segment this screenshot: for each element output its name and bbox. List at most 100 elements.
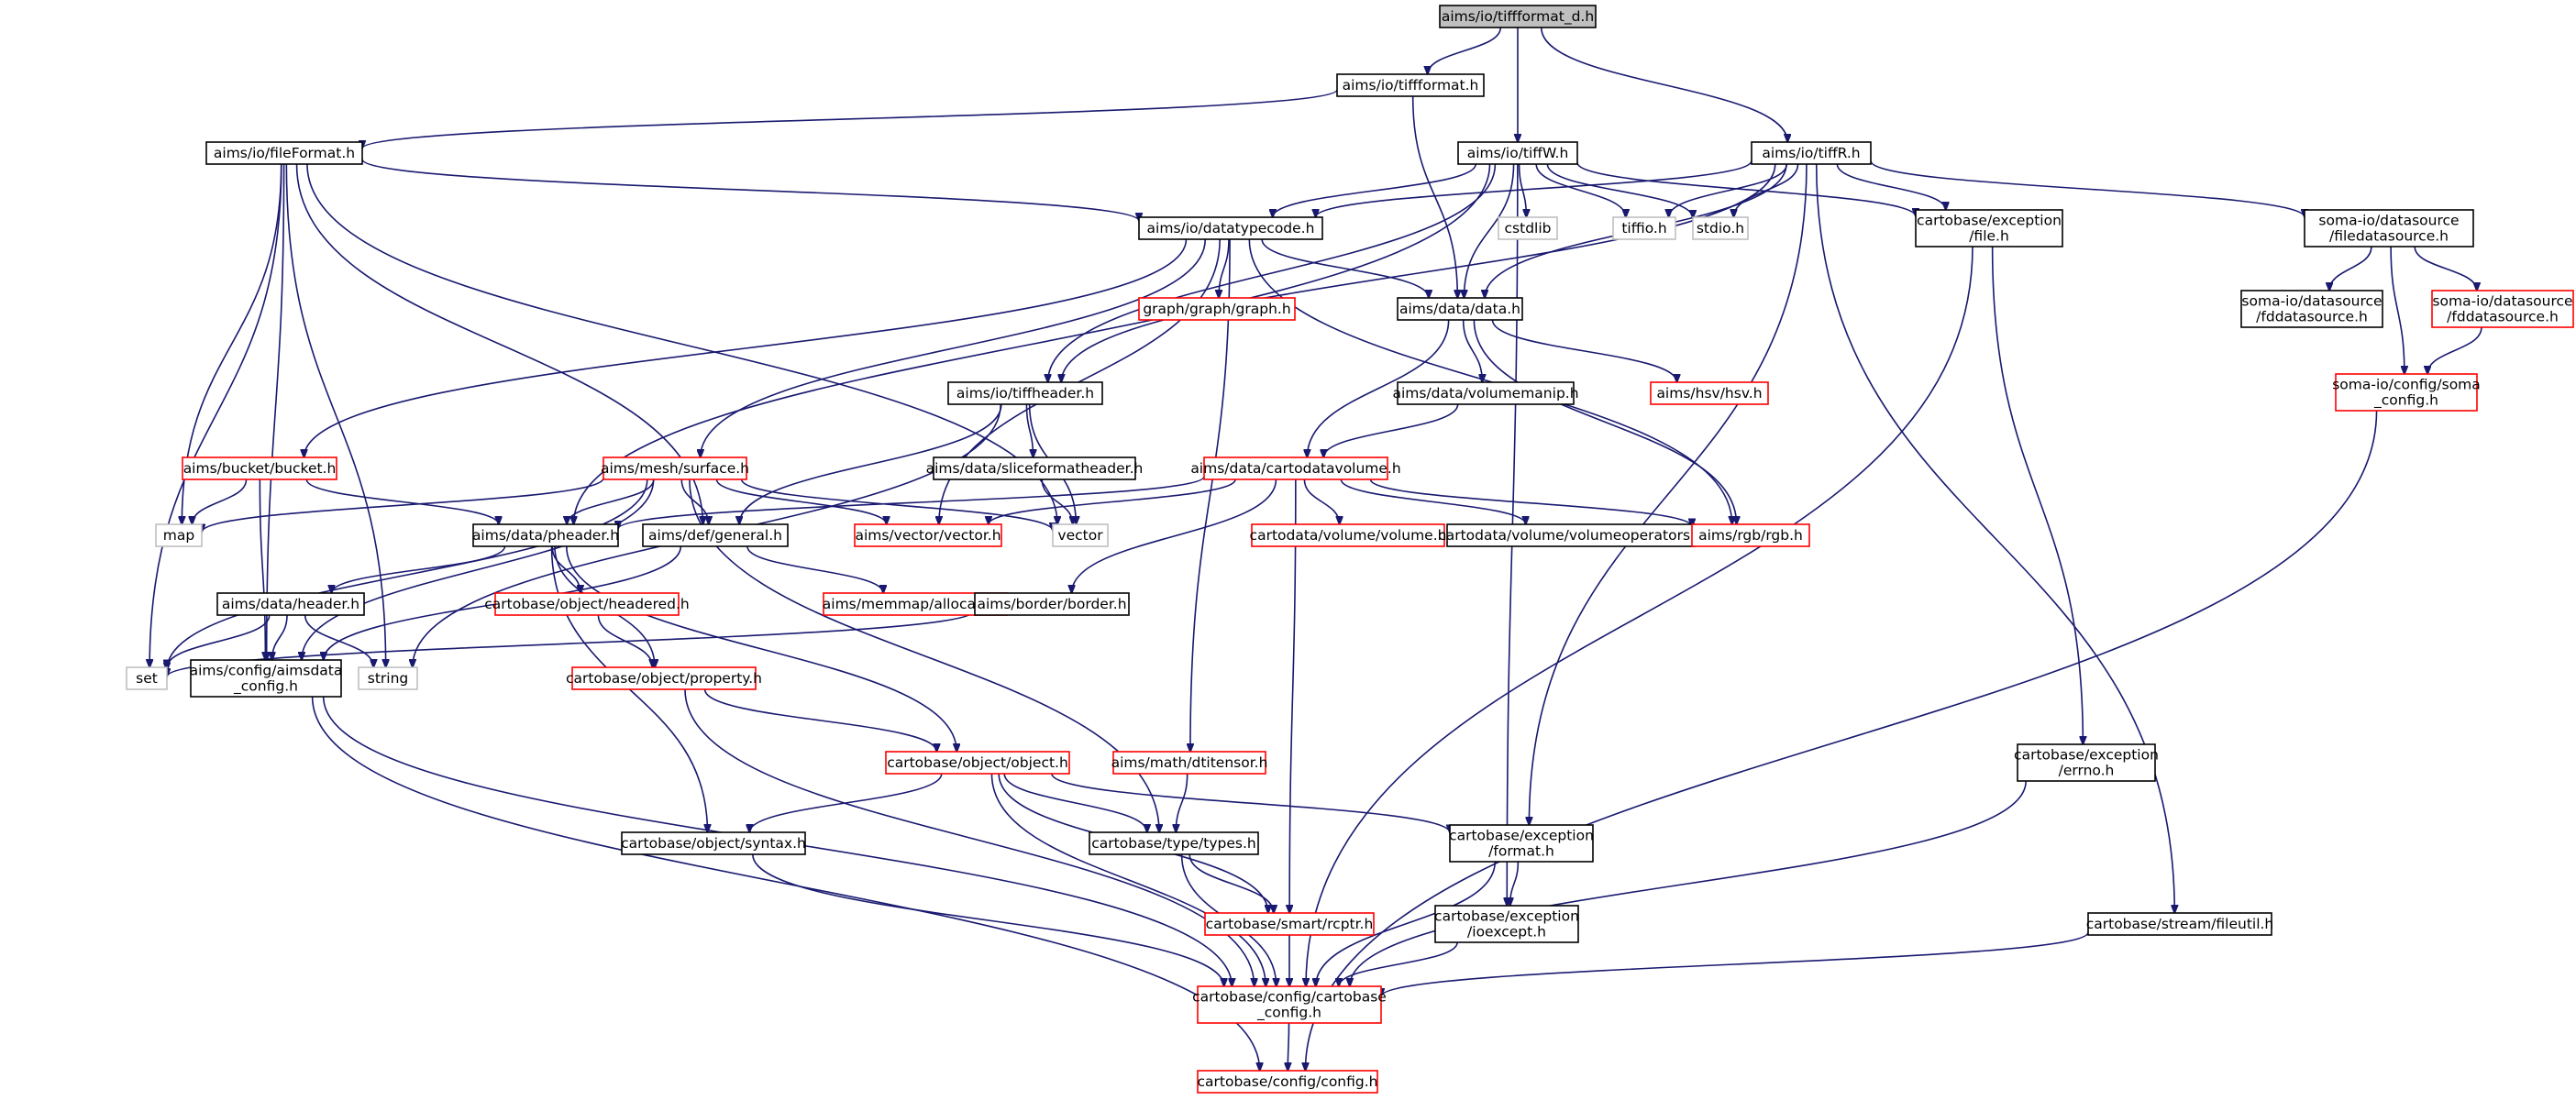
edge-header-to-aimsdataconfig	[272, 614, 288, 660]
node-label-headered-0: cartobase/object/headered.h	[484, 596, 690, 612]
node-label-cartodatavolume-0: aims/data/cartodatavolume.h	[1190, 460, 1400, 477]
node-dtitensor[interactable]: aims/math/dtitensor.h	[1111, 751, 1268, 775]
node-fileFormat[interactable]: aims/io/fileFormat.h	[205, 141, 363, 165]
edge-root-to-tiffR	[1540, 27, 1787, 142]
node-label-surface-0: aims/mesh/surface.h	[601, 460, 749, 477]
node-label-cbconfig-1: _config.h	[1256, 1005, 1321, 1022]
node-ioexcept[interactable]: cartobase/exception/ioexcept.h	[1434, 905, 1579, 943]
node-box-rgb	[1691, 523, 1810, 547]
edge-object-to-types	[1003, 773, 1147, 832]
node-tiffformat[interactable]: aims/io/tiffformat.h	[1336, 73, 1485, 97]
edge-cartodatavolume-to-volops	[1340, 478, 1525, 524]
edge-object-to-excformat	[1051, 773, 1450, 832]
node-fddatasource_b[interactable]: soma-io/datasource/fddatasource.h	[2240, 290, 2383, 328]
node-label-rgb-0: aims/rgb/rgb.h	[1698, 527, 1803, 544]
node-types[interactable]: cartobase/type/types.h	[1089, 831, 1259, 855]
node-fileutil[interactable]: cartobase/stream/fileutil.h	[2086, 912, 2274, 936]
node-bucket[interactable]: aims/bucket/bucket.h	[182, 456, 337, 480]
edge-datatypecode-to-data	[1261, 238, 1429, 298]
node-filedatasource[interactable]: soma-io/datasource/filedatasource.h	[2304, 209, 2474, 248]
node-general[interactable]: aims/def/general.h	[642, 523, 789, 547]
node-stdio[interactable]: stdio.h	[1692, 216, 1749, 240]
node-box-cstdlib	[1498, 216, 1558, 240]
node-cbconfig[interactable]: cartobase/config/cartobase_config.h	[1192, 985, 1387, 1024]
edge-datatypecode-to-graph	[1219, 238, 1230, 298]
node-sliceformat[interactable]: aims/data/sliceformatheader.h	[926, 456, 1144, 480]
node-object[interactable]: cartobase/object/object.h	[885, 751, 1070, 775]
node-excformat[interactable]: cartobase/exception/format.h	[1449, 824, 1594, 863]
node-fddatasource_r[interactable]: soma-io/datasource/fddatasource.h	[2431, 290, 2574, 328]
node-data[interactable]: aims/data/data.h	[1397, 297, 1523, 321]
node-set[interactable]: set	[126, 666, 168, 690]
node-box-fileFormat	[205, 141, 363, 165]
node-tiffW[interactable]: aims/io/tiffW.h	[1457, 141, 1578, 165]
node-datatypecode[interactable]: aims/io/datatypecode.h	[1138, 216, 1323, 240]
node-vectorh[interactable]: aims/vector/vector.h	[854, 523, 1002, 547]
edge-surface-to-pheader	[567, 478, 655, 524]
node-label-hsv-0: aims/hsv/hsv.h	[1656, 385, 1762, 402]
node-box-fddatasource_b	[2240, 290, 2383, 328]
node-box-map	[155, 523, 203, 547]
node-header[interactable]: aims/data/header.h	[216, 592, 365, 616]
node-label-somaconfig-1: _config.h	[2373, 392, 2438, 410]
node-excfile[interactable]: cartobase/exception/file.h	[1915, 209, 2063, 248]
node-rgb[interactable]: aims/rgb/rgb.h	[1691, 523, 1810, 547]
node-box-cartodatavolume	[1203, 456, 1388, 480]
edge-bucket-to-aimsdataconfig	[259, 478, 265, 660]
node-map[interactable]: map	[155, 523, 203, 547]
node-string[interactable]: string	[358, 666, 418, 690]
node-volumemanip[interactable]: aims/data/volumemanip.h	[1392, 381, 1579, 405]
node-graph[interactable]: graph/graph/graph.h	[1138, 297, 1296, 321]
node-label-stdio-0: stdio.h	[1697, 220, 1744, 236]
node-cvolume[interactable]: cartodata/volume/volume.h	[1250, 523, 1447, 547]
node-cartodatavolume[interactable]: aims/data/cartodatavolume.h	[1190, 456, 1401, 480]
node-box-ioexcept	[1434, 905, 1579, 943]
node-headered[interactable]: cartobase/object/headered.h	[484, 592, 690, 616]
node-label-excfile-1: /file.h	[1969, 228, 2009, 245]
node-box-string	[358, 666, 418, 690]
node-surface[interactable]: aims/mesh/surface.h	[601, 456, 749, 480]
node-box-aimsdataconfig	[190, 659, 342, 698]
node-tiffheader[interactable]: aims/io/tiffheader.h	[947, 381, 1103, 405]
node-label-fddatasource_r-1: /fddatasource.h	[2447, 309, 2559, 325]
node-label-fileutil-0: cartobase/stream/fileutil.h	[2086, 916, 2274, 932]
node-somaconfig[interactable]: soma-io/config/soma_config.h	[2332, 373, 2481, 412]
node-box-dtitensor	[1112, 751, 1266, 775]
node-hsv[interactable]: aims/hsv/hsv.h	[1650, 381, 1769, 405]
node-property[interactable]: cartobase/object/property.h	[566, 666, 762, 690]
node-tiffR[interactable]: aims/io/tiffR.h	[1751, 141, 1872, 165]
node-border[interactable]: aims/border/border.h	[974, 592, 1130, 616]
edge-general-to-allocator	[746, 545, 883, 593]
node-cstdlib[interactable]: cstdlib	[1498, 216, 1558, 240]
node-vector[interactable]: vector	[1052, 523, 1109, 547]
node-box-general	[642, 523, 789, 547]
node-aimsdataconfig[interactable]: aims/config/aimsdata_config.h	[190, 659, 343, 698]
edge-tiffformat-to-data	[1411, 95, 1458, 298]
node-label-data-0: aims/data/data.h	[1399, 301, 1520, 317]
node-volops[interactable]: cartodata/volume/volumeoperators.h	[1438, 523, 1704, 547]
node-label-tiffformat-0: aims/io/tiffformat.h	[1343, 77, 1479, 94]
node-box-headered	[494, 592, 680, 616]
edge-sliceformat-to-vector	[1041, 478, 1073, 524]
node-rcptr[interactable]: cartobase/smart/rcptr.h	[1204, 912, 1375, 936]
edge-types-to-rcptr	[1188, 853, 1274, 913]
node-box-header	[216, 592, 365, 616]
node-box-tiffheader	[947, 381, 1103, 405]
node-errno[interactable]: cartobase/exception/errno.h	[2014, 743, 2159, 782]
node-pheader[interactable]: aims/data/pheader.h	[472, 523, 619, 547]
node-label-vector-0: vector	[1057, 527, 1103, 544]
edge-tiffW-to-cstdlib	[1518, 163, 1527, 217]
edge-excformat-to-cbconfig	[1316, 861, 1497, 986]
node-layer: aims/io/tiffformat_d.h aims/io/tiffformat…	[126, 5, 2574, 1094]
node-label-ioexcept-1: /ioexcept.h	[1467, 924, 1546, 940]
edge-errno-to-cbconfig	[1350, 780, 2027, 986]
edge-tiffW-to-excfile	[1576, 162, 1916, 216]
edge-fileFormat-to-string	[285, 163, 385, 667]
node-tiffio[interactable]: tiffio.h	[1612, 216, 1676, 240]
node-label-datatypecode-0: aims/io/datatypecode.h	[1147, 220, 1315, 236]
node-root[interactable]: aims/io/tiffformat_d.h	[1439, 5, 1597, 28]
node-box-graph	[1138, 297, 1296, 321]
node-syntax[interactable]: cartobase/object/syntax.h	[621, 831, 806, 855]
node-label-vectorh-0: aims/vector/vector.h	[855, 527, 1001, 544]
node-config[interactable]: cartobase/config/config.h	[1197, 1070, 1378, 1094]
